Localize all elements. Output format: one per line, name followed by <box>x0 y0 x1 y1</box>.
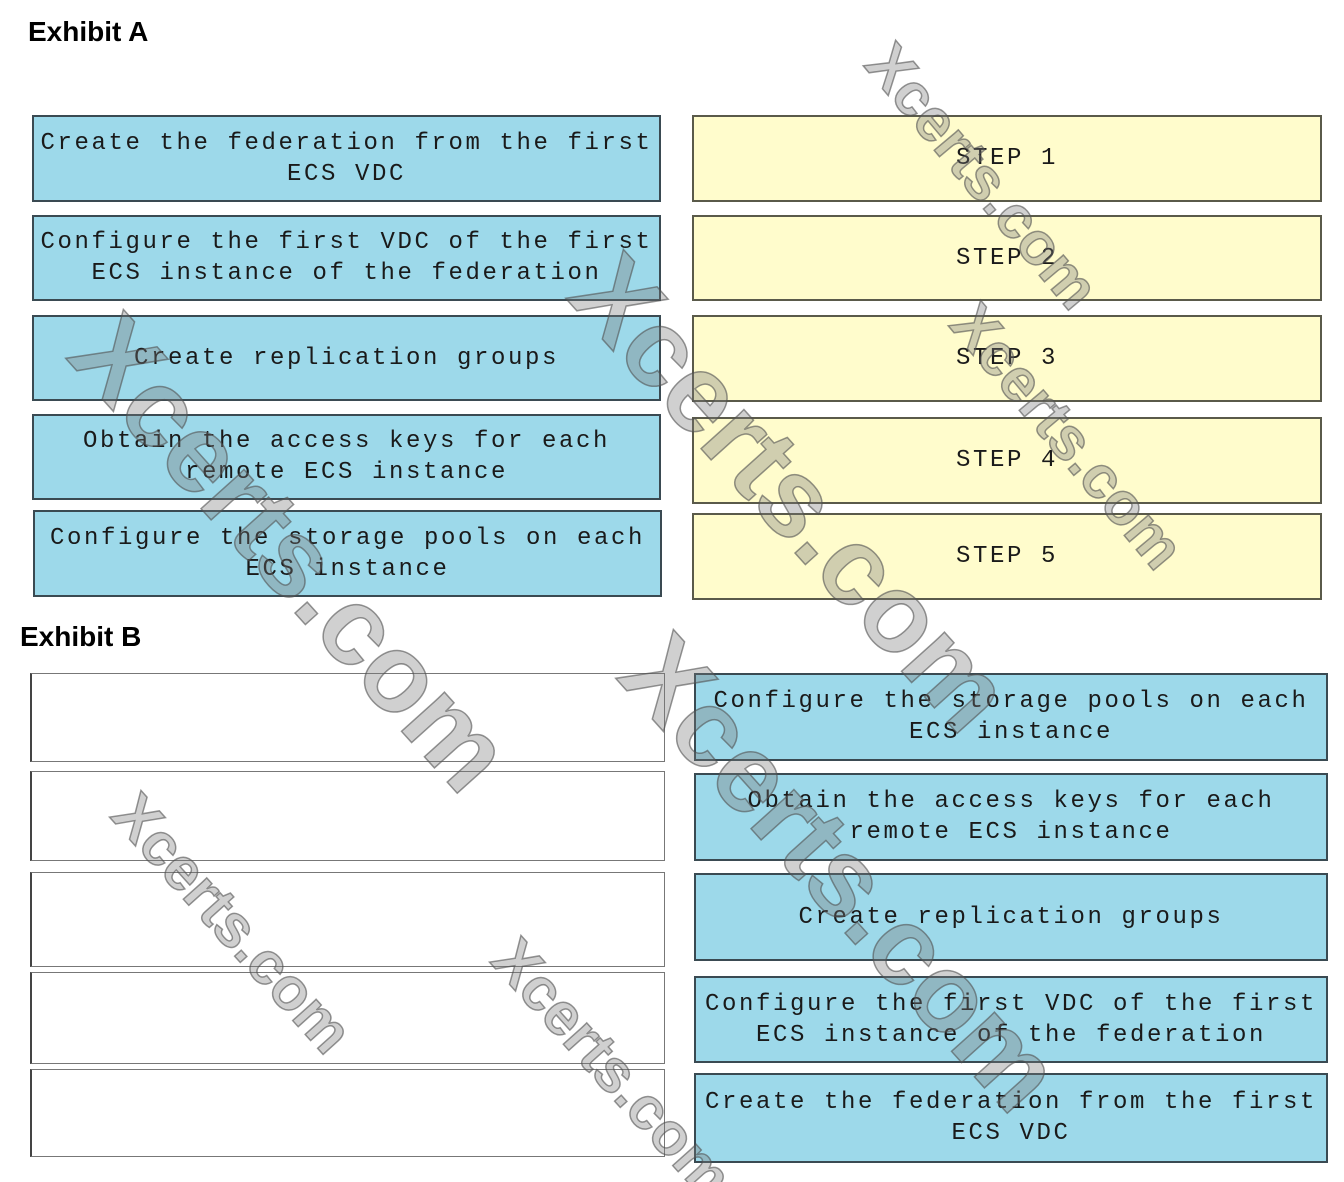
action-box[interactable]: Create replication groups <box>32 315 661 401</box>
action-box[interactable]: Obtain the access keys for each remote E… <box>32 414 661 500</box>
answer-box[interactable]: Create the federation from the first ECS… <box>694 1073 1328 1163</box>
answer-box[interactable]: Obtain the access keys for each remote E… <box>694 773 1328 861</box>
action-box[interactable]: Configure the first VDC of the first ECS… <box>32 215 661 301</box>
answer-box[interactable]: Configure the first VDC of the first ECS… <box>694 976 1328 1063</box>
action-box[interactable]: Create the federation from the first ECS… <box>32 115 661 202</box>
step-slot[interactable]: STEP 5 <box>692 513 1322 600</box>
exhibit-a-title: Exhibit A <box>28 16 149 47</box>
step-slot[interactable]: STEP 4 <box>692 417 1322 504</box>
answer-box[interactable]: Configure the storage pools on each ECS … <box>694 673 1328 761</box>
empty-slot[interactable] <box>30 972 665 1064</box>
empty-slot[interactable] <box>30 673 665 762</box>
action-box[interactable]: Configure the storage pools on each ECS … <box>33 510 662 597</box>
empty-slot[interactable] <box>30 1069 665 1157</box>
step-slot[interactable]: STEP 2 <box>692 215 1322 301</box>
exhibit-b-title: Exhibit B <box>20 621 142 652</box>
step-slot[interactable]: STEP 3 <box>692 315 1322 402</box>
answer-box[interactable]: Create replication groups <box>694 873 1328 961</box>
empty-slot[interactable] <box>30 771 665 861</box>
empty-slot[interactable] <box>30 872 665 967</box>
step-slot[interactable]: STEP 1 <box>692 115 1322 202</box>
